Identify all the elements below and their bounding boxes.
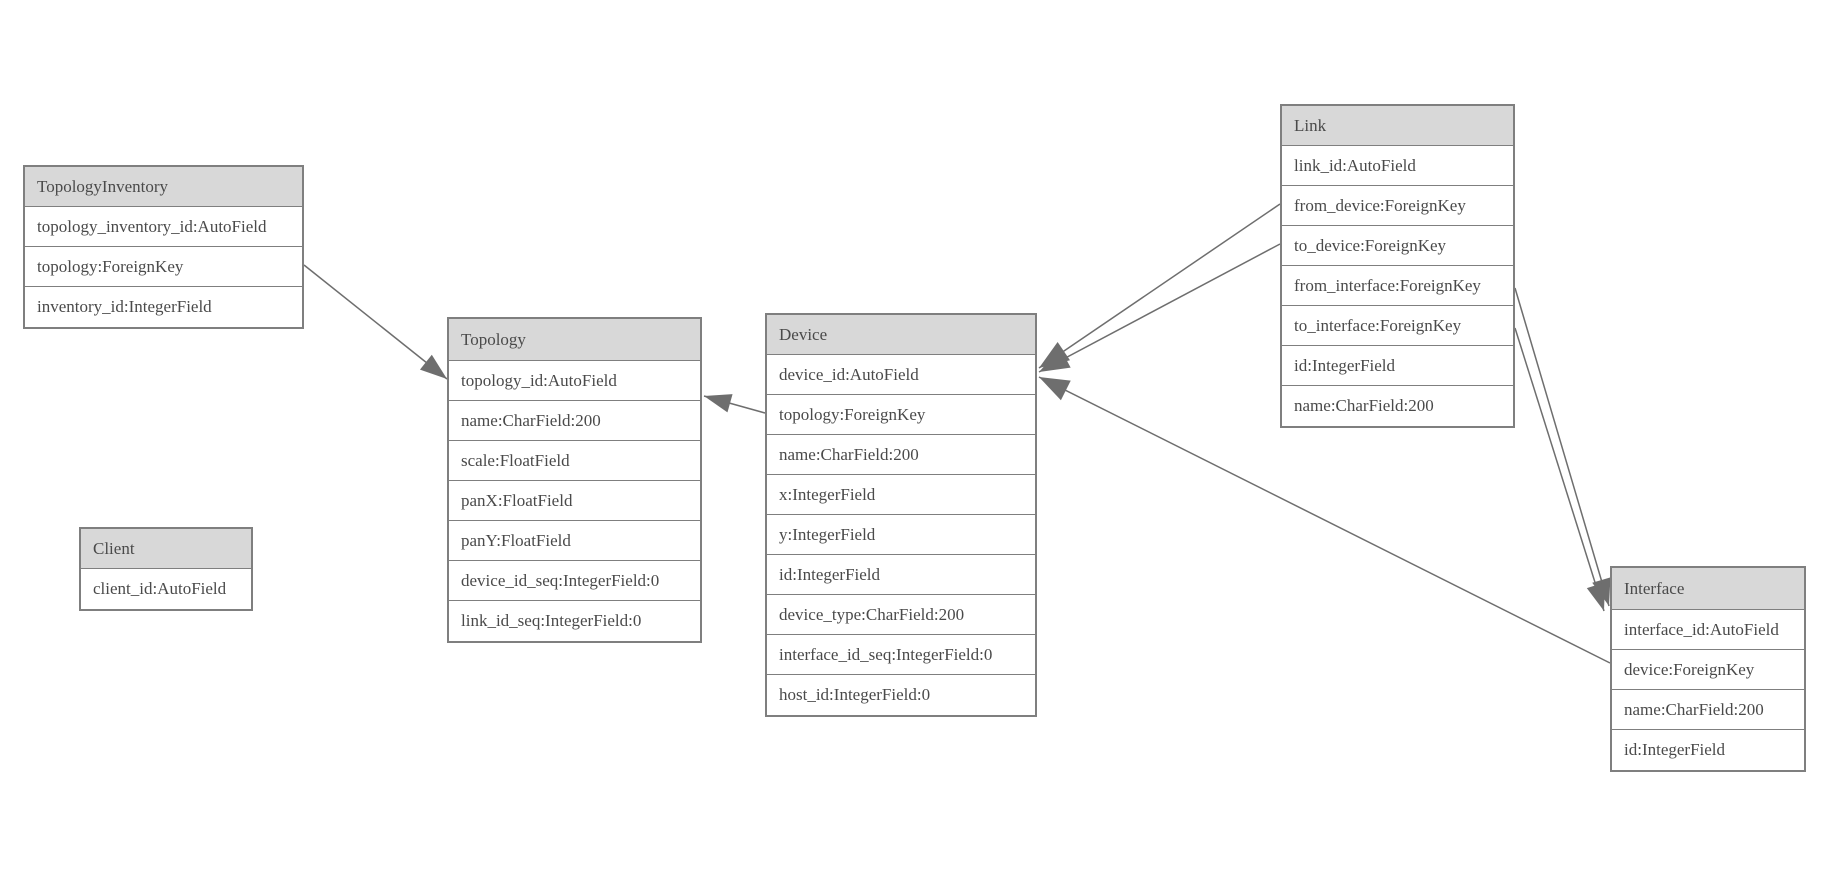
entity-field-row-topology-5: device_id_seq:IntegerField:0 (449, 561, 700, 601)
entity-field-row-topology-3: panX:FloatField (449, 481, 700, 521)
entity-field-row-device-3: x:IntegerField (767, 475, 1035, 515)
entity-field-row-link-3: from_interface:ForeignKey (1282, 266, 1513, 306)
entity-title-device: Device (767, 315, 1035, 355)
edge-device-topology (703, 394, 766, 414)
entity-title-topology-inventory: TopologyInventory (25, 167, 302, 207)
entity-field-row-link-4: to_interface:ForeignKey (1282, 306, 1513, 346)
edge-line-link-from-interface (1514, 287, 1610, 607)
entity-field-row-topology-2: scale:FloatField (449, 441, 700, 481)
entity-field-row-link-6: name:CharField:200 (1282, 386, 1513, 426)
entity-field-row-link-0: link_id:AutoField (1282, 146, 1513, 186)
entity-field-row-link-5: id:IntegerField (1282, 346, 1513, 386)
edge-arrowhead-link-to-device (1039, 348, 1071, 372)
entity-field-row-interface-3: id:IntegerField (1612, 730, 1804, 770)
entity-title-topology: Topology (449, 319, 700, 361)
entity-field-row-interface-1: device:ForeignKey (1612, 650, 1804, 690)
edge-line-interface-device (1038, 376, 1611, 664)
entity-field-row-device-6: device_type:CharField:200 (767, 595, 1035, 635)
edge-topologyinventory-topology (303, 264, 448, 380)
entity-title-client: Client (81, 529, 251, 569)
entity-field-row-link-1: from_device:ForeignKey (1282, 186, 1513, 226)
entity-field-row-device-7: interface_id_seq:IntegerField:0 (767, 635, 1035, 675)
edge-line-link-to-interface (1514, 327, 1605, 612)
entity-field-row-topology-4: panY:FloatField (449, 521, 700, 561)
entity-field-row-device-8: host_id:IntegerField:0 (767, 675, 1035, 715)
entity-field-row-device-4: y:IntegerField (767, 515, 1035, 555)
edge-line-link-from-device (1038, 203, 1281, 369)
entity-field-row-interface-0: interface_id:AutoField (1612, 610, 1804, 650)
edge-arrowhead-link-to-interface (1586, 582, 1605, 611)
entity-field-row-topology-inventory-2: inventory_id:IntegerField (25, 287, 302, 327)
entity-field-row-topology-inventory-0: topology_inventory_id:AutoField (25, 207, 302, 247)
entity-field-row-topology-1: name:CharField:200 (449, 401, 700, 441)
entity-field-row-device-2: name:CharField:200 (767, 435, 1035, 475)
edge-link-to-device (1038, 243, 1281, 373)
edge-arrowhead-interface-device (1039, 377, 1071, 401)
entity-title-link: Link (1282, 106, 1513, 146)
entity-field-row-topology-6: link_id_seq:IntegerField:0 (449, 601, 700, 641)
edge-line-topologyinventory-topology (303, 264, 448, 380)
entity-field-row-device-1: topology:ForeignKey (767, 395, 1035, 435)
edge-arrowhead-topologyinventory-topology (419, 354, 447, 379)
edge-line-link-to-device (1038, 243, 1281, 373)
entity-field-row-device-5: id:IntegerField (767, 555, 1035, 595)
entity-title-interface: Interface (1612, 568, 1804, 610)
entity-field-row-topology-0: topology_id:AutoField (449, 361, 700, 401)
edge-arrowhead-device-topology (704, 394, 733, 413)
edge-link-to-interface (1514, 327, 1605, 612)
entity-field-row-client-0: client_id:AutoField (81, 569, 251, 609)
entity-field-row-device-0: device_id:AutoField (767, 355, 1035, 395)
edge-interface-device (1038, 376, 1611, 664)
entity-field-row-topology-inventory-1: topology:ForeignKey (25, 247, 302, 287)
entity-field-row-interface-2: name:CharField:200 (1612, 690, 1804, 730)
entity-field-row-link-2: to_device:ForeignKey (1282, 226, 1513, 266)
